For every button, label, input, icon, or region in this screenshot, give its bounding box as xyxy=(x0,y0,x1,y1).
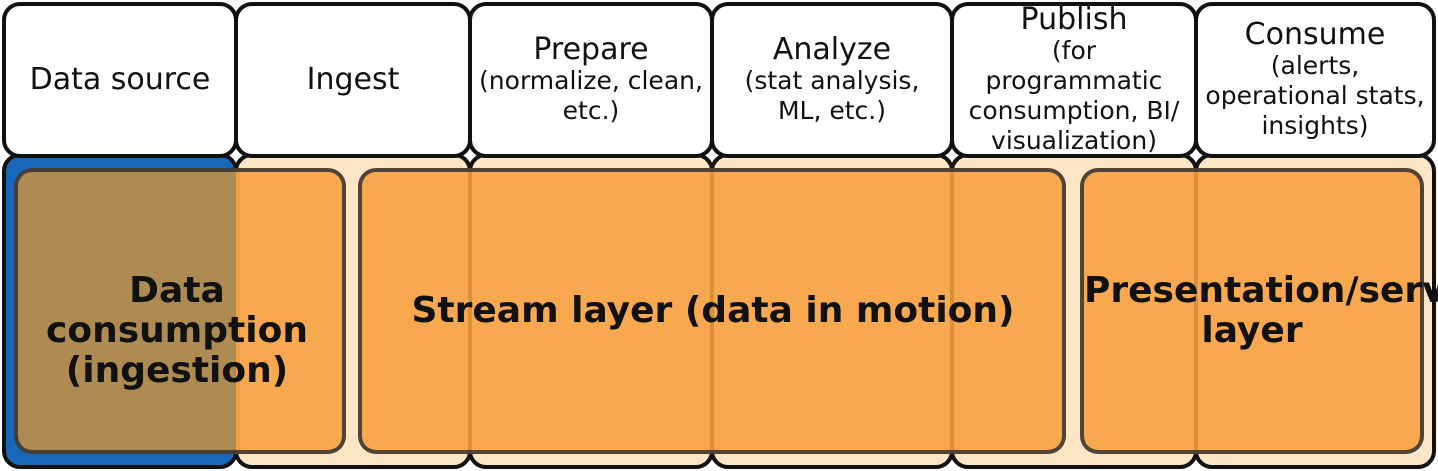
data-consumption-label: Data consumption (ingestion) xyxy=(46,270,308,391)
column-title: Data source xyxy=(29,62,211,97)
presentation-serving-layer xyxy=(1080,168,1424,454)
data-consumption-layer xyxy=(236,168,346,454)
column-subtitle: (for programmatic consumption, BI/ visua… xyxy=(968,36,1180,155)
column-header-consume: Consume (alerts, operational stats, insi… xyxy=(1194,2,1436,158)
column-header-publish: Publish (for programmatic consumption, B… xyxy=(950,2,1198,158)
column-title: Publish xyxy=(1020,2,1128,37)
column-header-analyze: Analyze (stat analysis, ML, etc.) xyxy=(710,2,954,158)
presentation-serving-label: Presentation/serving layer xyxy=(1084,270,1438,351)
column-title: Ingest xyxy=(306,62,400,97)
column-subtitle: (normalize, clean, etc.) xyxy=(479,66,703,125)
stream-layer-label: Stream layer (data in motion) xyxy=(411,290,1015,331)
column-title: Analyze xyxy=(772,32,892,67)
data-consumption-layer-source-part xyxy=(14,168,240,454)
column-header-ingest: Ingest xyxy=(234,2,472,158)
column-header-data-source: Data source xyxy=(2,2,238,158)
column-subtitle: (alerts, operational stats, insights) xyxy=(1205,51,1425,140)
column-title: Prepare xyxy=(533,32,649,67)
stream-layer xyxy=(358,168,1066,454)
column-header-prepare: Prepare (normalize, clean, etc.) xyxy=(468,2,714,158)
column-subtitle: (stat analysis, ML, etc.) xyxy=(744,66,920,125)
column-title: Consume xyxy=(1244,17,1386,52)
